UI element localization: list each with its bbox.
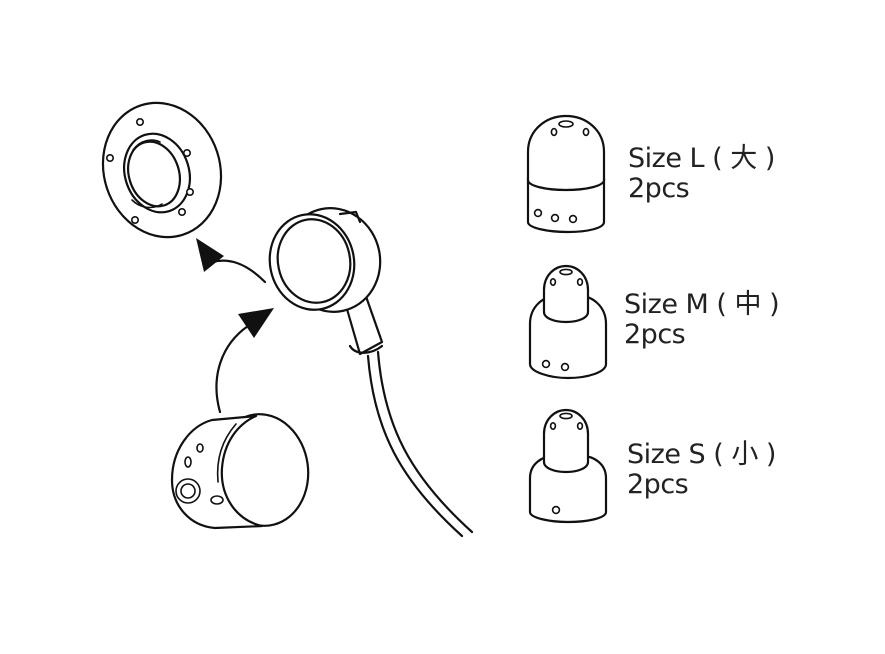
arrow-to-earphone xyxy=(215,308,274,414)
size-text: Size M ( 中 ) xyxy=(624,289,780,320)
ring-hole xyxy=(131,216,140,225)
eartip-small xyxy=(528,408,608,524)
ring-hole xyxy=(183,149,192,158)
foam-ring xyxy=(101,101,223,239)
arrow-to-ring xyxy=(196,238,267,284)
ring-hole xyxy=(136,118,145,127)
eartip-installed xyxy=(170,413,310,530)
qty-text: 2pcs xyxy=(624,319,686,350)
label-size-m: Size M ( 中 ) 2pcs xyxy=(624,289,780,350)
label-size-s: Size S ( 小 ) 2pcs xyxy=(627,440,776,500)
qty-text: 2pcs xyxy=(628,173,690,204)
eartip-medium xyxy=(528,264,608,380)
size-text: Size L ( 大 ) xyxy=(628,143,775,174)
earphone xyxy=(268,207,474,538)
size-text: Size S ( 小 ) xyxy=(627,439,776,470)
ring-hole xyxy=(178,208,187,217)
qty-text: 2pcs xyxy=(627,469,689,500)
label-size-l: Size L ( 大 ) 2pcs xyxy=(628,144,775,204)
ring-hole xyxy=(106,154,115,163)
ring-hole xyxy=(186,188,195,197)
eartip-large xyxy=(526,114,606,234)
